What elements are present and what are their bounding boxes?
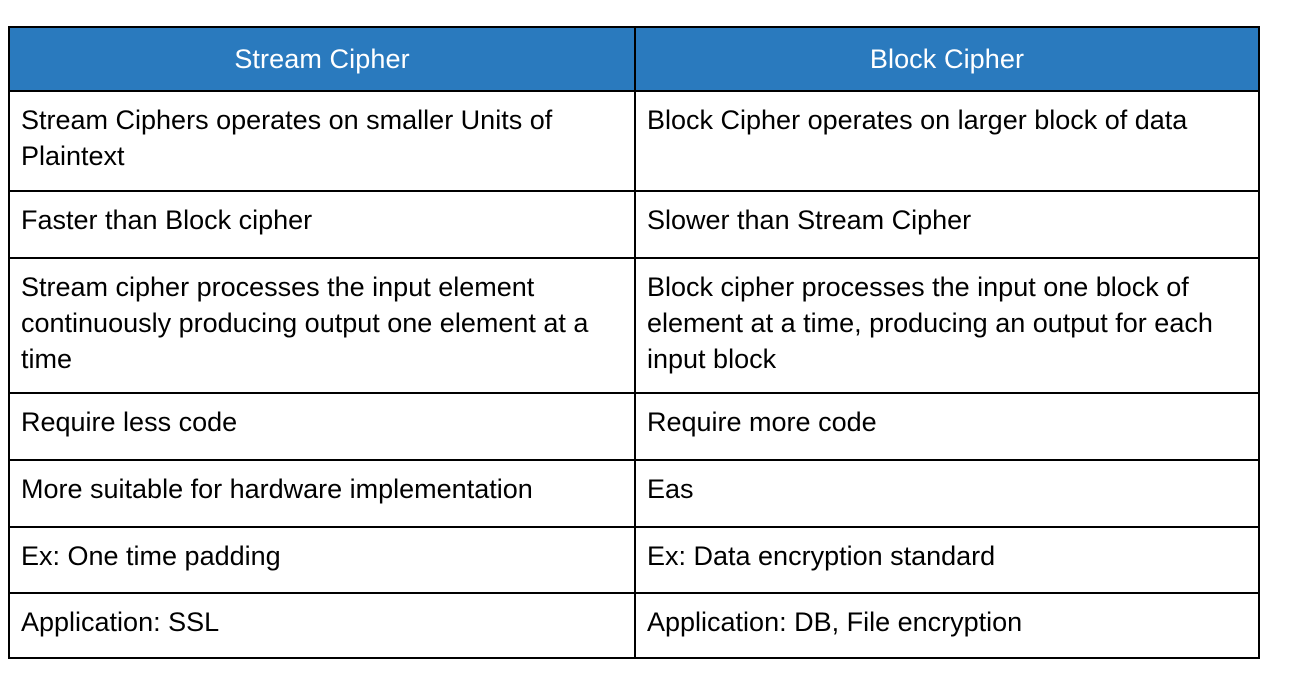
cell-stream-cipher-2: Faster than Block cipher [8, 190, 636, 259]
cell-stream-cipher-5: More suitable for hardware implementatio… [8, 459, 636, 528]
column-header-block-cipher: Block Cipher [634, 26, 1260, 92]
cell-stream-cipher-1: Stream Ciphers operates on smaller Units… [8, 90, 636, 192]
cell-text: More suitable for hardware implementatio… [21, 474, 533, 504]
table-header: Stream Cipher Block Cipher [8, 26, 1260, 92]
cell-text: Faster than Block cipher [21, 205, 313, 235]
cell-text: Require less code [21, 407, 238, 437]
cipher-comparison-table: Stream Cipher Block Cipher Stream Cipher… [8, 26, 1260, 659]
cell-stream-cipher-3: Stream cipher processes the input elemen… [8, 257, 636, 394]
table-row: Require less code Require more code [8, 392, 1260, 461]
table-body: Stream Ciphers operates on smaller Units… [8, 90, 1260, 659]
cell-block-cipher-2: Slower than Stream Cipher [634, 190, 1260, 259]
cell-text: Application: DB, File encryption [647, 607, 1023, 637]
cell-block-cipher-7: Application: DB, File encryption [634, 592, 1260, 659]
cell-block-cipher-5: Eas [634, 459, 1260, 528]
cell-text: Ex: Data encryption standard [647, 541, 996, 571]
cell-text: Stream Ciphers operates on smaller Units… [21, 105, 553, 171]
cell-text: Block cipher processes the input one blo… [647, 272, 1213, 374]
cell-text: Eas [647, 474, 694, 504]
column-header-stream-cipher: Stream Cipher [8, 26, 636, 92]
cell-stream-cipher-4: Require less code [8, 392, 636, 461]
cell-stream-cipher-6: Ex: One time padding [8, 526, 636, 594]
table-row: Faster than Block cipher Slower than Str… [8, 190, 1260, 259]
cell-block-cipher-4: Require more code [634, 392, 1260, 461]
table-row: Ex: One time padding Ex: Data encryption… [8, 526, 1260, 594]
cell-text: Ex: One time padding [21, 541, 281, 571]
cell-text: Application: SSL [21, 607, 220, 637]
cell-block-cipher-3: Block cipher processes the input one blo… [634, 257, 1260, 394]
cell-text: Stream cipher processes the input elemen… [21, 272, 589, 374]
table-row: Stream Ciphers operates on smaller Units… [8, 90, 1260, 192]
comparison-table-container: Stream Cipher Block Cipher Stream Cipher… [8, 26, 1260, 659]
table-row: Stream cipher processes the input elemen… [8, 257, 1260, 394]
cell-block-cipher-1: Block Cipher operates on larger block of… [634, 90, 1260, 192]
table-row: More suitable for hardware implementatio… [8, 459, 1260, 528]
cell-stream-cipher-7: Application: SSL [8, 592, 636, 659]
cell-text: Block Cipher operates on larger block of… [647, 105, 1188, 135]
header-row: Stream Cipher Block Cipher [8, 26, 1260, 92]
cell-text: Require more code [647, 407, 877, 437]
cell-text: Slower than Stream Cipher [647, 205, 972, 235]
cell-block-cipher-6: Ex: Data encryption standard [634, 526, 1260, 594]
table-row: Application: SSL Application: DB, File e… [8, 592, 1260, 659]
